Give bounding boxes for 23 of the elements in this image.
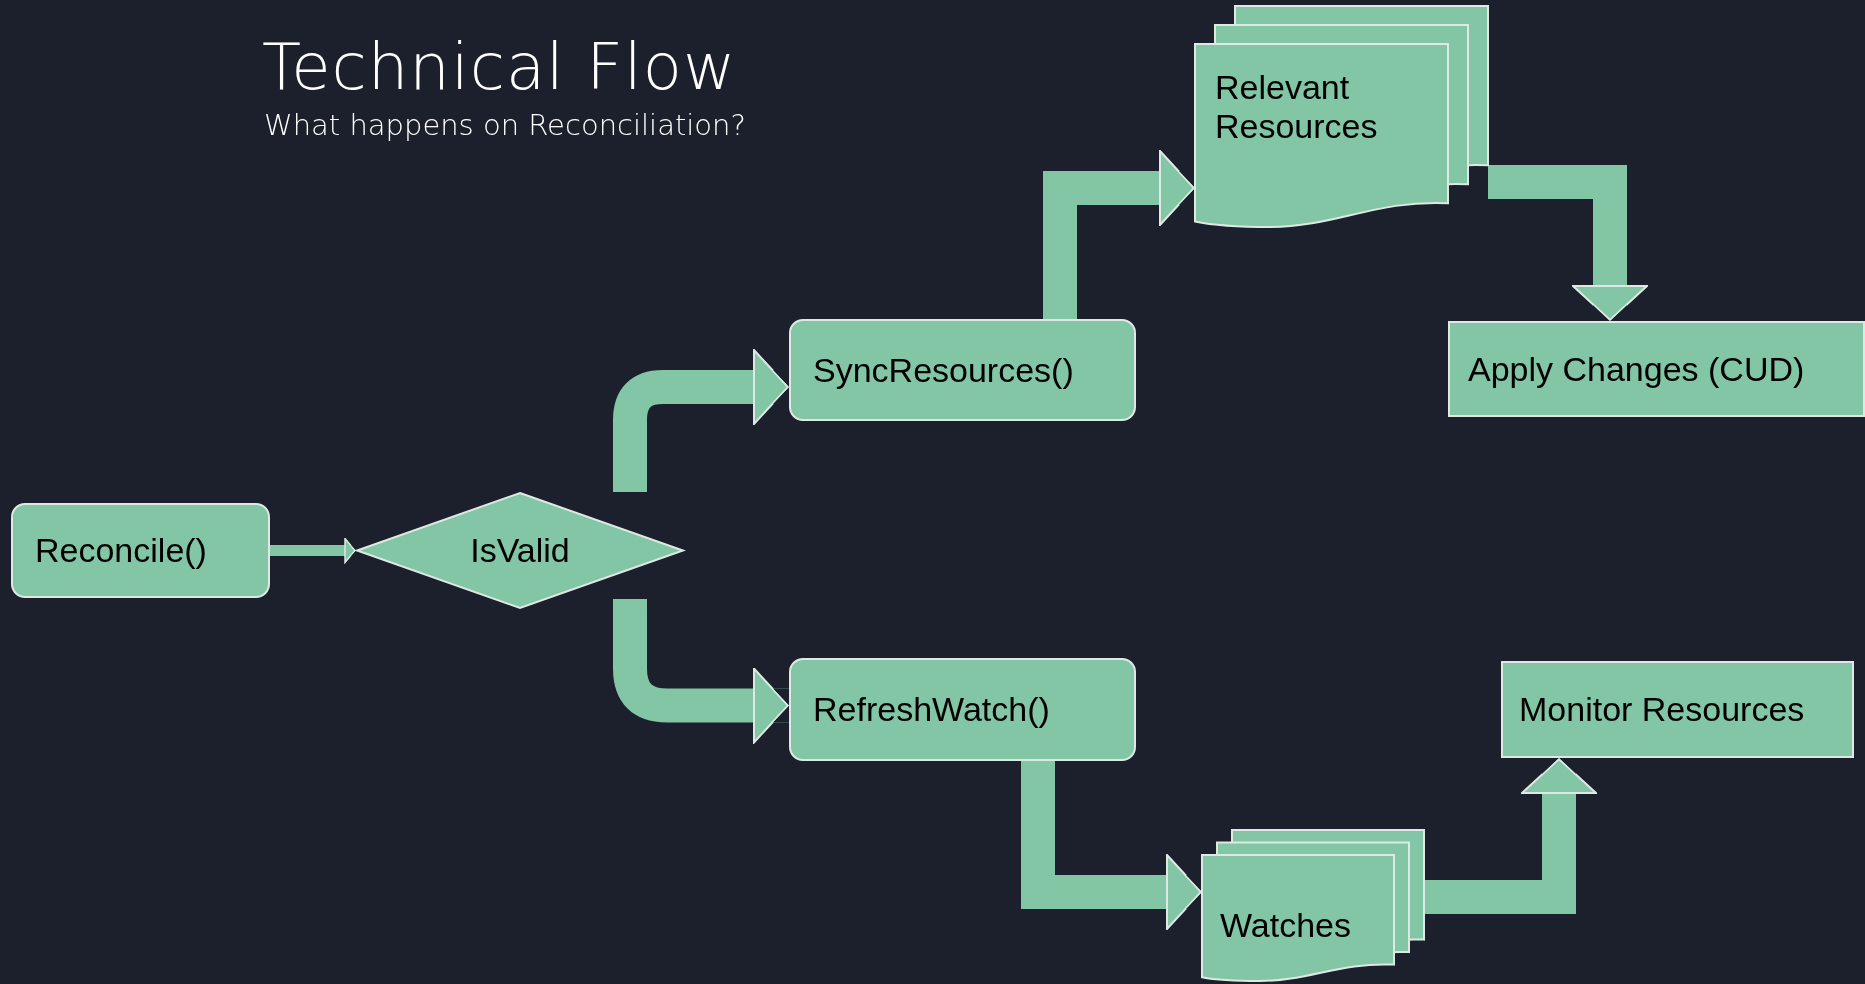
title: Technical Flow (262, 30, 737, 104)
process-box (1448, 321, 1865, 417)
block-arrow (1043, 150, 1195, 319)
node-label: Relevant Resources (1214, 68, 1379, 145)
node-label: RefreshWatch() (812, 690, 1050, 729)
node-label: SyncResources() (812, 350, 1074, 390)
document-stack (1202, 830, 1424, 981)
subtitle: What happens on Reconciliation? (264, 108, 746, 142)
process-box (11, 503, 270, 598)
block-arrow (1021, 761, 1202, 930)
block-arrow (1424, 758, 1597, 914)
process-box (789, 658, 1136, 761)
node-label: Watches (1219, 906, 1351, 945)
process-box (1501, 661, 1854, 758)
document-stack (1195, 6, 1488, 227)
decision-diamond (356, 492, 684, 609)
node-label: Apply Changes (CUD) (1467, 349, 1805, 389)
node-label: Reconcile() (34, 531, 207, 570)
block-arrow (270, 537, 356, 564)
block-arrow (1488, 165, 1648, 321)
node-label: IsValid (470, 531, 570, 570)
node-label: Monitor Resources (1518, 690, 1805, 729)
process-box (789, 319, 1136, 421)
